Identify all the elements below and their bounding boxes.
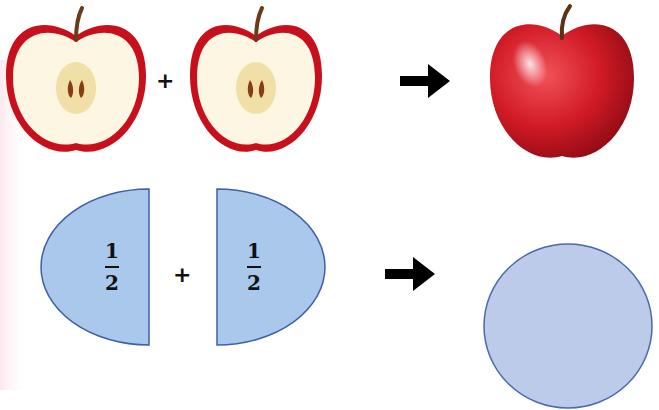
half-circle-outline [216, 188, 326, 346]
fraction: 12 [105, 239, 119, 295]
plus-sign: + [173, 264, 191, 286]
fraction: 12 [247, 239, 261, 295]
half-circle: 12 [216, 188, 326, 346]
denominator: 2 [105, 271, 119, 295]
denominator: 2 [247, 271, 261, 295]
half-circle-path [41, 189, 149, 345]
plus-sign: + [156, 70, 174, 92]
numerator: 1 [247, 239, 261, 263]
arrow [385, 257, 435, 291]
fraction-bar [247, 266, 261, 268]
whole-circle [484, 244, 652, 408]
fraction-bar [105, 266, 119, 268]
half-circle-path [217, 189, 325, 345]
apple-half [6, 8, 146, 152]
arrow [400, 64, 450, 98]
half-circle-outline [40, 188, 150, 346]
numerator: 1 [105, 239, 119, 263]
whole-apple [490, 6, 634, 158]
half-circle: 12 [40, 188, 150, 346]
apple-half [190, 8, 322, 152]
